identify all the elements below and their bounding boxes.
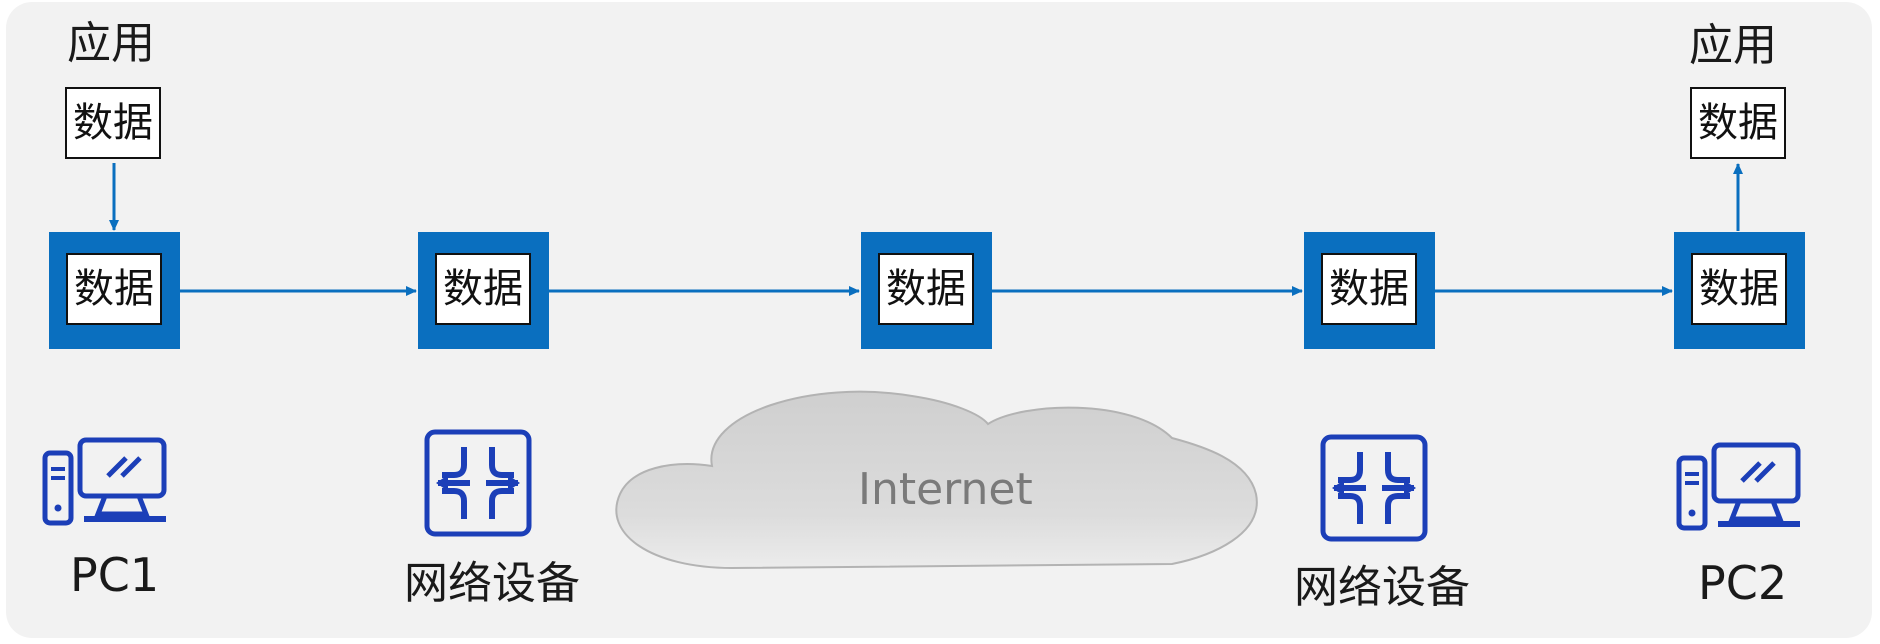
- node-data-box: 数据: [1321, 253, 1417, 325]
- node-data-box: 数据: [1691, 253, 1787, 325]
- router-icon: [424, 429, 532, 537]
- device1-label: 网络设备: [404, 558, 580, 609]
- sender-data-box: 数据: [65, 87, 161, 159]
- node-data-box: 数据: [66, 253, 162, 325]
- node-device1: 数据: [418, 232, 549, 349]
- pc1-label: PC1: [70, 548, 160, 602]
- router-icon: [1320, 434, 1428, 542]
- node-pc2: 数据: [1674, 232, 1805, 349]
- receiver-data-box: 数据: [1690, 87, 1786, 159]
- desktop-computer-icon: [1676, 442, 1801, 531]
- desktop-computer-icon: [42, 437, 167, 526]
- node-internet: 数据: [861, 232, 992, 349]
- internet-label: Internet: [858, 464, 1033, 515]
- cloud-icon: [615, 390, 1258, 570]
- node-device2: 数据: [1304, 232, 1435, 349]
- pc2-label: PC2: [1698, 556, 1788, 610]
- node-pc1: 数据: [49, 232, 180, 349]
- node-data-box: 数据: [878, 253, 974, 325]
- receiver-app-label: 应用: [1689, 20, 1777, 71]
- sender-app-label: 应用: [67, 18, 155, 69]
- node-data-box: 数据: [435, 253, 531, 325]
- device2-label: 网络设备: [1294, 562, 1470, 613]
